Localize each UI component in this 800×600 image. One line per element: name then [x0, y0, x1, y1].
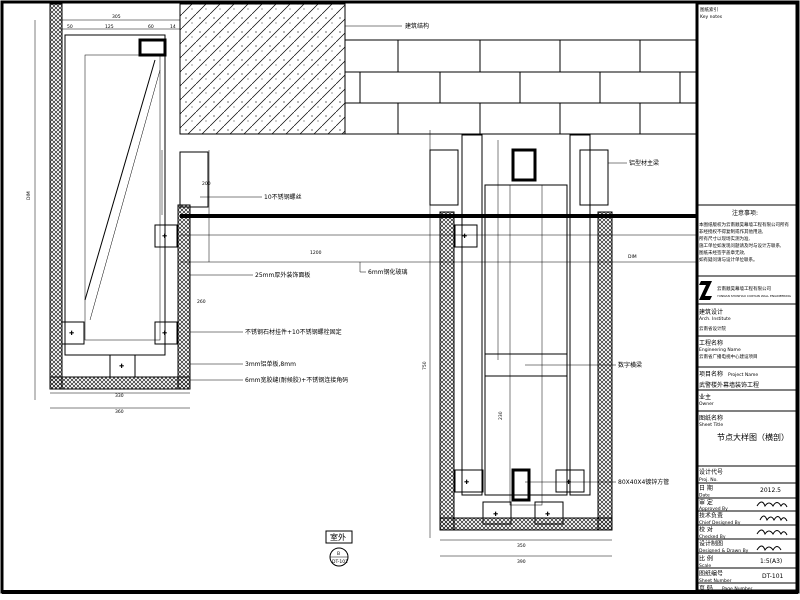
- svg-text:图纸编号: 图纸编号: [699, 570, 723, 578]
- svg-text:图纸未经签字盖章无效,: 图纸未经签字盖章无效,: [699, 249, 745, 256]
- svg-text:230: 230: [498, 411, 504, 420]
- svg-text:50: 50: [67, 24, 73, 30]
- svg-text:✚: ✚: [464, 479, 469, 486]
- label-glass: 6mm钢化玻璃: [368, 268, 408, 276]
- svg-text:14: 14: [170, 24, 176, 30]
- svg-text:武警楼外幕墙装饰工程: 武警楼外幕墙装饰工程: [699, 381, 759, 389]
- svg-text:项目名称: 项目名称: [699, 370, 723, 378]
- signature-designed: [756, 545, 782, 552]
- svg-text:Chief Designed By: Chief Designed By: [699, 520, 741, 526]
- right-column-detail: ✚ ✚ ✚ ✚ ✚: [429, 130, 613, 557]
- svg-text:YUNNAN SHUNHAO CURTAIN WALL EN: YUNNAN SHUNHAO CURTAIN WALL ENGINEERING: [717, 294, 792, 298]
- svg-text:图纸名称: 图纸名称: [699, 414, 723, 422]
- exterior-marker: 室外 B DT-101: [325, 530, 353, 567]
- svg-text:所有尺寸以现场实测为准,: 所有尺寸以现场实测为准,: [699, 235, 750, 242]
- svg-text:✚: ✚: [162, 233, 167, 240]
- svg-text:DT-101: DT-101: [332, 559, 348, 565]
- left-dimensions: 305 50 125 60 14 1200 200 260 330 360 DI…: [26, 14, 322, 415]
- brick-wall: [344, 39, 698, 135]
- svg-text:260: 260: [197, 299, 206, 305]
- svg-text:Project Name: Project Name: [728, 372, 758, 378]
- concrete-structure: [179, 3, 697, 135]
- svg-text:技术负责: 技术负责: [699, 512, 723, 520]
- svg-text:B: B: [337, 551, 340, 557]
- title-block: 图纸索引 Key notes 注意事项: 本图纸版权为云南顺昊幕墙工程有限公司所…: [695, 1, 799, 593]
- label-bracket: 不锈钢石材挂件+10不锈钢螺栓固定: [245, 328, 342, 336]
- svg-text:✚: ✚: [69, 330, 74, 337]
- svg-text:330: 330: [115, 393, 124, 399]
- svg-text:工程名称: 工程名称: [699, 339, 723, 347]
- svg-text:Sheet Title: Sheet Title: [699, 422, 723, 428]
- svg-text:✚: ✚: [119, 363, 124, 370]
- svg-text:Arch. Institute: Arch. Institute: [699, 316, 731, 322]
- svg-text:Sheet Number: Sheet Number: [699, 578, 732, 584]
- svg-text:Proj. No.: Proj. No.: [699, 477, 718, 483]
- label-seal: 6mm宽胶缝(耐候胶)+不锈钢连接角码: [245, 376, 348, 384]
- svg-text:如有疑问请与设计单位联系。: 如有疑问请与设计单位联系。: [699, 256, 758, 263]
- signature-checked: [756, 529, 788, 536]
- company-logo: [699, 281, 712, 300]
- svg-text:非经授权不得复制或作其他用途,: 非经授权不得复制或作其他用途,: [699, 228, 763, 235]
- svg-text:✚: ✚: [162, 330, 167, 337]
- svg-text:Date: Date: [699, 493, 710, 499]
- svg-text:云南顺昊幕墙工程有限公司: 云南顺昊幕墙工程有限公司: [717, 285, 771, 292]
- label-panel: 25mm厚外装饰面板: [255, 271, 310, 279]
- signature-approved: [756, 501, 788, 508]
- svg-text:云南省广播电视中心建设项目: 云南省广播电视中心建设项目: [699, 353, 758, 360]
- svg-text:✚: ✚: [493, 511, 498, 518]
- label-screw: 10不锈钢螺丝: [264, 193, 302, 201]
- svg-text:DIM: DIM: [26, 191, 32, 200]
- svg-text:建筑设计: 建筑设计: [699, 308, 723, 316]
- svg-text:125: 125: [105, 24, 114, 30]
- svg-text:Scale: Scale: [699, 563, 711, 569]
- label-structure: 建筑结构: [405, 22, 429, 30]
- svg-text:200: 200: [202, 181, 211, 187]
- left-column-detail: ✚ ✚ ✚ ✚: [34, 3, 210, 409]
- svg-text:云南省设计院: 云南省设计院: [699, 325, 726, 332]
- svg-text:Owner: Owner: [699, 401, 714, 407]
- svg-text:本图纸版权为云南顺昊幕墙工程有限公司所有: 本图纸版权为云南顺昊幕墙工程有限公司所有: [699, 221, 789, 228]
- svg-text:节点大样图（横剖）: 节点大样图（横剖）: [717, 432, 789, 442]
- svg-text:Key notes: Key notes: [700, 14, 723, 20]
- svg-text:设计制图: 设计制图: [699, 540, 723, 548]
- svg-text:校 对: 校 对: [699, 526, 713, 534]
- svg-text:施工单位如发现问题请及时与设计方联系,: 施工单位如发现问题请及时与设计方联系,: [699, 242, 781, 249]
- svg-text:Checked By: Checked By: [699, 534, 726, 540]
- right-dimensions: 350 390 750 230 DIM: [422, 254, 637, 565]
- label-aluminum-beam: 铝型材主梁: [629, 159, 659, 167]
- svg-text:室外: 室外: [330, 532, 346, 542]
- annotation-labels: 建筑结构 铝型材主梁 10不锈钢螺丝 25mm厚外装饰面板 6mm钢化玻璃 不锈…: [190, 22, 669, 486]
- label-aluminum-plate: 3mm铝单板,8mm: [245, 360, 296, 368]
- label-steel-tube: 80X40X4镀锌方管: [618, 478, 669, 486]
- svg-text:审 定: 审 定: [699, 499, 713, 507]
- svg-text:Page Number: Page Number: [722, 586, 753, 592]
- svg-text:设计代号: 设计代号: [699, 468, 723, 476]
- svg-text:305: 305: [112, 14, 121, 20]
- svg-text:1200: 1200: [310, 250, 322, 256]
- svg-text:图纸索引: 图纸索引: [700, 6, 718, 13]
- svg-text:1:5(A3): 1:5(A3): [760, 558, 782, 565]
- svg-text:350: 350: [517, 543, 526, 549]
- svg-text:DT-101: DT-101: [762, 573, 784, 580]
- svg-text:390: 390: [517, 559, 526, 565]
- svg-text:业主: 业主: [699, 393, 711, 401]
- svg-text:Engineering Name: Engineering Name: [699, 347, 741, 353]
- svg-text:Designed & Drawn By: Designed & Drawn By: [699, 548, 749, 554]
- svg-text:60: 60: [148, 24, 154, 30]
- svg-text:DIM: DIM: [628, 254, 637, 260]
- label-beam: 数字横梁: [618, 361, 642, 369]
- svg-text:注意事项:: 注意事项:: [732, 209, 758, 217]
- svg-text:✚: ✚: [462, 233, 467, 240]
- svg-text:✚: ✚: [545, 511, 550, 518]
- svg-text:日 期: 日 期: [699, 484, 713, 492]
- signature-chief: [759, 515, 788, 522]
- svg-text:页 码: 页 码: [699, 584, 713, 592]
- svg-text:✚: ✚: [566, 479, 571, 486]
- svg-text:比 例: 比 例: [699, 555, 713, 563]
- svg-text:2012.5: 2012.5: [760, 487, 781, 494]
- svg-text:360: 360: [115, 409, 124, 415]
- svg-text:750: 750: [422, 361, 428, 370]
- svg-text:Approved By: Approved By: [699, 506, 728, 512]
